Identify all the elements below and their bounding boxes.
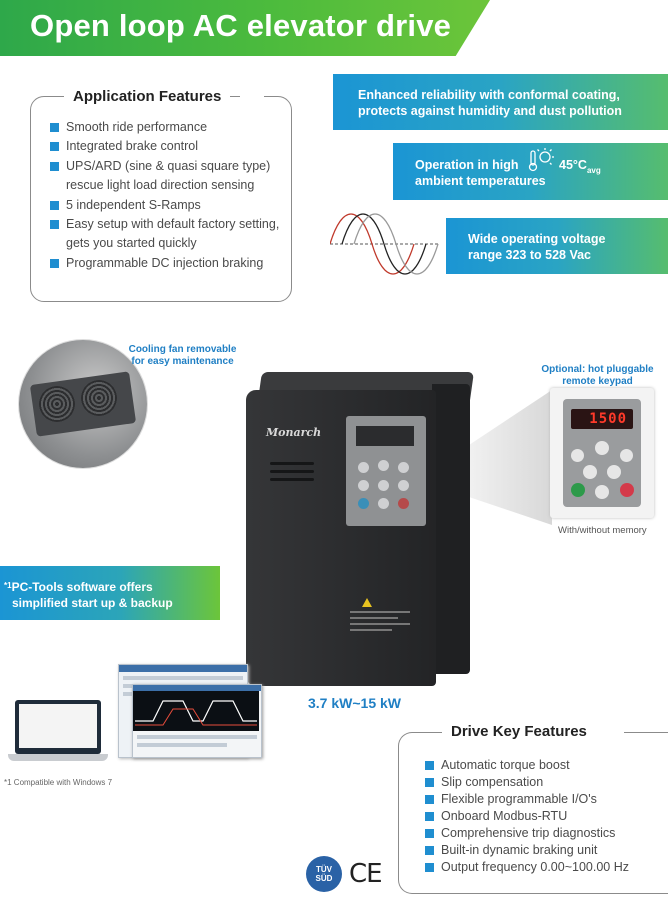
cooling-fan-circle	[19, 340, 147, 468]
drive-display	[356, 426, 414, 446]
bullet-square-icon	[425, 795, 434, 804]
laptop-icon	[8, 700, 108, 766]
waveform-icon	[133, 691, 259, 731]
bullet-square-icon	[50, 220, 59, 230]
list-item: Programmable DC injection braking	[50, 254, 290, 273]
warning-label	[350, 598, 410, 644]
list-item: gets you started quickly	[66, 236, 197, 251]
laptop-base	[8, 754, 108, 761]
bullet-square-icon	[425, 812, 434, 821]
panel-key	[378, 480, 389, 491]
keypad-key	[620, 449, 633, 462]
fan-icon	[39, 386, 75, 422]
panel-key	[378, 460, 389, 471]
list-item: Easy setup with default factory setting,	[50, 215, 290, 234]
drive-brand-logo: Monarch	[266, 426, 322, 439]
keypad-body: 1500	[563, 399, 641, 507]
sun-thermometer-icon	[528, 148, 554, 172]
list-item: Automatic torque boost	[425, 757, 665, 774]
list-item: 5 independent S-Ramps	[50, 196, 290, 215]
list-item: Output frequency 0.00~100.00 Hz	[425, 859, 665, 876]
drive-control-panel	[346, 416, 426, 526]
keypad-key	[607, 465, 621, 479]
bullet-square-icon	[425, 863, 434, 872]
footnote: *1 Compatible with Windows 7	[4, 778, 113, 787]
list-item: Integrated brake control	[50, 137, 290, 156]
voltage-banner: Wide operating voltage range 323 to 528 …	[446, 218, 668, 274]
bullet-square-icon	[50, 258, 59, 268]
list-item: UPS/ARD (sine & quasi square type)	[50, 157, 290, 176]
drive-key-features-list: Automatic torque boost Slip compensation…	[425, 757, 665, 876]
keypad-key	[583, 465, 597, 479]
laptop-screen	[15, 700, 101, 754]
box-gap-cover	[588, 729, 624, 735]
warning-line	[350, 617, 398, 619]
sine-wave-icon	[330, 213, 439, 275]
list-item: Slip compensation	[425, 774, 665, 791]
panel-key	[358, 462, 369, 473]
keypad-key	[595, 441, 609, 455]
list-item: rescue light load direction sensing	[66, 178, 255, 193]
bullet-square-icon	[50, 161, 59, 171]
ce-mark: CE	[349, 859, 383, 889]
warning-line	[350, 623, 410, 625]
bullet-square-icon	[50, 123, 59, 132]
warning-line	[350, 611, 410, 613]
panel-key	[358, 480, 369, 491]
bullet-square-icon	[50, 142, 59, 152]
title-banner	[0, 0, 490, 56]
warning-line	[350, 629, 392, 631]
tuv-sud-logo: TÜV SÜD	[306, 856, 342, 892]
bullet-square-icon	[425, 829, 434, 838]
panel-run-key	[358, 498, 369, 509]
vent-slot	[270, 478, 314, 481]
fan-icon	[81, 380, 117, 416]
panel-key	[378, 498, 389, 509]
vent-slot	[270, 470, 314, 473]
conformal-coating-banner: Enhanced reliability with conformal coat…	[333, 74, 668, 130]
application-features-list: Smooth ride performance Integrated brake…	[50, 118, 290, 273]
bullet-square-icon	[425, 761, 434, 770]
keypad-stop-key	[620, 483, 634, 497]
keypad-note: Optional: hot pluggable remote keypad	[541, 364, 654, 387]
pc-tools-banner: *1PC-Tools software offers simplified st…	[0, 566, 220, 620]
cooling-fan-note: Cooling fan removable for easy maintenan…	[128, 344, 237, 367]
page-title: Open loop AC elevator drive	[30, 8, 452, 43]
panel-key	[398, 462, 409, 473]
list-item: Flexible programmable I/O's	[425, 791, 665, 808]
list-item: Built-in dynamic braking unit	[425, 842, 665, 859]
keypad-key	[595, 485, 609, 499]
application-features-heading: Application Features	[64, 88, 231, 105]
bullet-square-icon	[425, 778, 434, 787]
list-item: Smooth ride performance	[50, 118, 290, 137]
keypad-display: 1500	[571, 409, 633, 429]
keypad-caption: With/without memory	[558, 525, 647, 536]
vent-slot	[270, 462, 314, 465]
warning-triangle-icon	[362, 598, 372, 607]
keypad-run-key	[571, 483, 585, 497]
software-screenshot-waveform	[132, 684, 262, 758]
drive-key-features-heading: Drive Key Features	[442, 723, 596, 740]
list-item: Onboard Modbus-RTU	[425, 808, 665, 825]
panel-stop-key	[398, 498, 409, 509]
keypad-panel: 1500	[550, 388, 654, 518]
keypad-key	[571, 449, 584, 462]
list-item: Comprehensive trip diagnostics	[425, 825, 665, 842]
bullet-square-icon	[425, 846, 434, 855]
drive-unit: Monarch	[246, 372, 474, 690]
temperature-value: 45°Cavg	[559, 158, 601, 175]
bullet-square-icon	[50, 200, 59, 210]
power-range: 3.7 kW~15 kW	[308, 695, 401, 711]
box-gap-cover	[240, 94, 264, 100]
panel-key	[398, 480, 409, 491]
drive-right-side	[432, 384, 470, 674]
